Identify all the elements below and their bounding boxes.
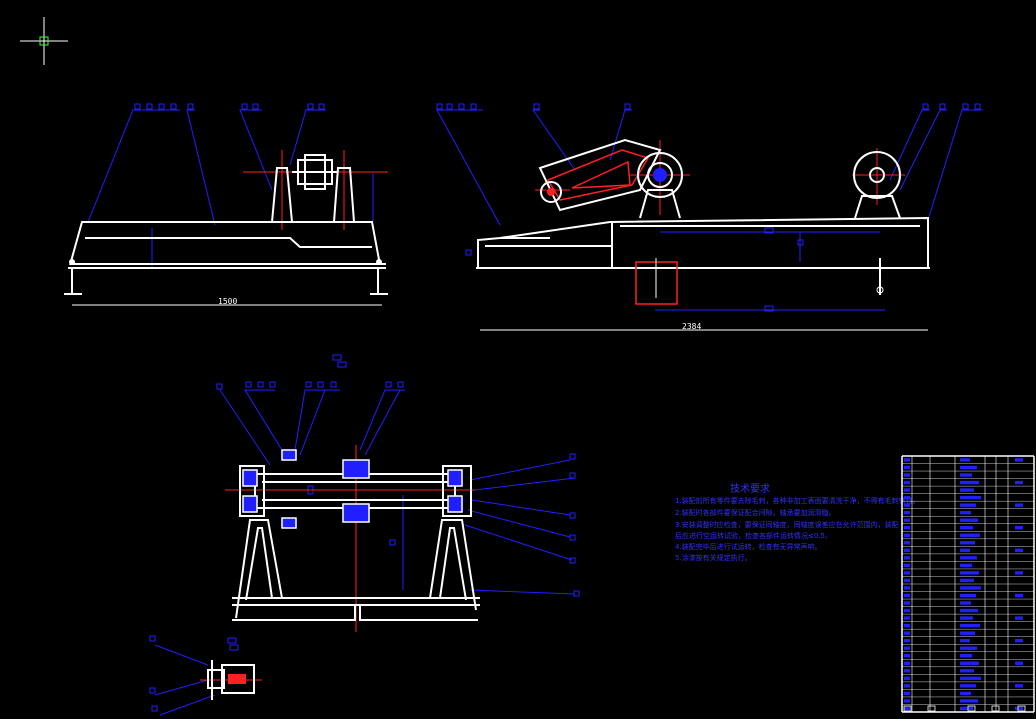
section-view bbox=[216, 354, 580, 632]
left-view: 1500 bbox=[64, 103, 388, 306]
notes-title: 技术要求 bbox=[730, 482, 770, 495]
dimension-right-width: 2384 bbox=[682, 322, 701, 331]
note-line-3: 3.安装调整时应检查，要保证同轴度，同轴度误差应在允许范围内，装配 bbox=[675, 520, 899, 529]
note-line-6: 5.涂漆按有关规定执行。 bbox=[675, 553, 752, 562]
right-view: 2384 bbox=[436, 103, 983, 331]
note-line-1: 1.装配前所有零件要去除毛刺，各种非加工表面要清洗干净，不得有毛刺锈蚀。 bbox=[675, 496, 920, 505]
technical-notes: 技术要求 1.装配前所有零件要去除毛刺，各种非加工表面要清洗干净，不得有毛刺锈蚀… bbox=[675, 482, 920, 562]
note-line-4: 后应进行空运转试验，检查各部件运转情况≤0.5。 bbox=[675, 531, 832, 540]
detail-view bbox=[149, 635, 262, 716]
note-line-2: 2.装配时各部件要保证配合间隙，轴承要加润滑脂。 bbox=[675, 508, 836, 517]
parts-list-table bbox=[901, 455, 1035, 713]
note-line-5: 4.装配完毕后进行试运转，检查有无异常声响。 bbox=[675, 542, 822, 551]
crosshair-cursor-icon bbox=[20, 17, 68, 65]
dimension-left-width: 1500 bbox=[218, 297, 237, 306]
